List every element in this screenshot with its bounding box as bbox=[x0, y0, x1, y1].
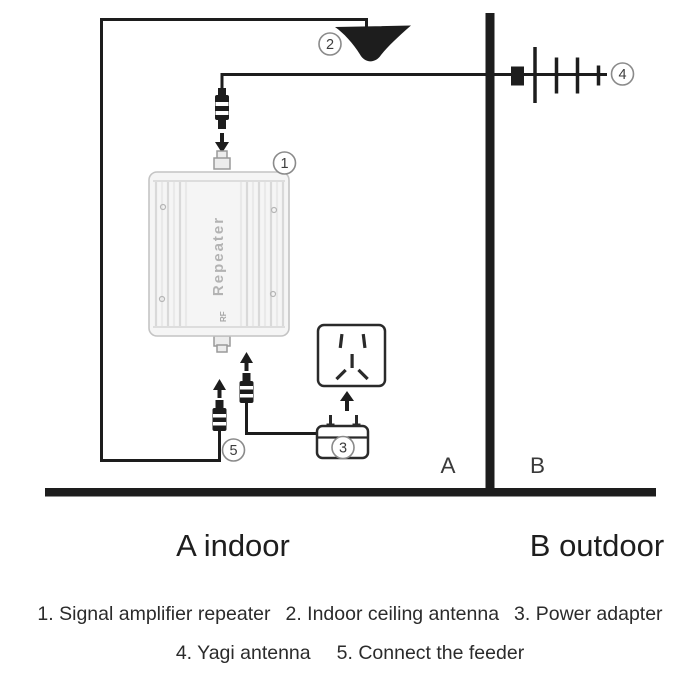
down-arrow-shaft bbox=[220, 133, 224, 143]
connector-slit bbox=[215, 102, 229, 106]
callout-number: 2 bbox=[326, 37, 334, 53]
socket-slot bbox=[361, 333, 367, 349]
legend: 1. Signal amplifier repeater 2. Indoor c… bbox=[0, 601, 700, 666]
feeder-cable-line bbox=[100, 18, 368, 462]
connector-slit bbox=[213, 414, 226, 418]
legend-item-power-adapter: 3. Power adapter bbox=[514, 603, 663, 625]
coax-connector-feeder bbox=[212, 379, 227, 431]
socket-slot bbox=[350, 354, 354, 368]
coax-connector-power bbox=[239, 352, 254, 403]
callout-2: 2 bbox=[318, 32, 342, 56]
callout-circle bbox=[331, 435, 355, 460]
coax-connector-top bbox=[215, 88, 229, 153]
repeater-installation-diagram: Repeater RF bbox=[45, 13, 664, 563]
legend-row-1: 1. Signal amplifier repeater 2. Indoor c… bbox=[0, 601, 700, 627]
repeater-screw bbox=[158, 295, 166, 303]
callout-3: 3 bbox=[331, 435, 355, 460]
wall-socket-icon bbox=[316, 323, 387, 388]
yagi-antenna-icon bbox=[511, 47, 601, 103]
up-arrow-shaft bbox=[244, 363, 249, 371]
callout-circle bbox=[272, 151, 297, 175]
connector-slit bbox=[240, 386, 253, 390]
callout-1: 1 bbox=[272, 151, 297, 175]
caption-a-indoor: A indoor bbox=[176, 528, 290, 563]
legend-item-ceiling-antenna: 2. Indoor ceiling antenna bbox=[285, 603, 500, 625]
zone-label-b: B bbox=[530, 453, 545, 478]
outdoor-antenna-cable-line bbox=[220, 73, 607, 90]
connector-body bbox=[212, 408, 227, 431]
legend-item-repeater: 1. Signal amplifier repeater bbox=[37, 603, 271, 625]
up-arrow-icon bbox=[340, 391, 354, 401]
callout-number: 3 bbox=[339, 441, 347, 457]
up-arrow-icon bbox=[213, 379, 226, 390]
connector-body bbox=[215, 95, 229, 120]
legend-row-2: 4. Yagi antenna 5. Connect the feeder bbox=[0, 640, 700, 666]
up-arrow-shaft bbox=[217, 390, 222, 398]
legend-item-feeder: 5. Connect the feeder bbox=[336, 642, 525, 664]
ground-line bbox=[45, 488, 656, 497]
plug-in-arrow bbox=[340, 391, 354, 411]
ceiling-antenna-icon bbox=[335, 25, 411, 62]
callout-number: 1 bbox=[280, 156, 288, 172]
repeater-ridges-right bbox=[239, 182, 285, 326]
repeater-screw bbox=[270, 206, 278, 214]
repeater-screw bbox=[159, 203, 167, 211]
repeater-screw bbox=[269, 290, 277, 298]
socket-slot bbox=[338, 333, 344, 349]
callout-circle bbox=[318, 32, 342, 56]
caption-b-outdoor: B outdoor bbox=[530, 528, 664, 563]
repeater-brand-logo: RF bbox=[219, 311, 228, 322]
wall-divider bbox=[485, 13, 495, 492]
adapter-prong bbox=[355, 415, 358, 426]
socket-slot bbox=[335, 368, 347, 381]
connector-tip bbox=[242, 373, 251, 381]
down-arrow-icon bbox=[215, 142, 229, 153]
callout-5: 5 bbox=[221, 438, 246, 462]
up-arrow-shaft bbox=[345, 401, 349, 411]
up-arrow-icon bbox=[240, 352, 253, 363]
yagi-mount-block bbox=[511, 66, 524, 86]
adapter-prong bbox=[329, 415, 332, 426]
power-cord-line bbox=[245, 402, 317, 435]
connector-tip bbox=[218, 120, 226, 129]
repeater-bottom-port bbox=[216, 344, 228, 353]
repeater-ridges-left bbox=[154, 182, 188, 326]
repeater-device: Repeater RF bbox=[148, 150, 290, 353]
callout-number: 4 bbox=[618, 67, 626, 83]
connector-slit bbox=[213, 422, 226, 426]
legend-item-yagi-antenna: 4. Yagi antenna bbox=[175, 642, 311, 664]
repeater-label: Repeater bbox=[210, 216, 227, 296]
connector-tip bbox=[215, 400, 224, 408]
callout-circle bbox=[610, 62, 635, 86]
zone-label-a: A bbox=[440, 453, 455, 478]
callout-4: 4 bbox=[610, 62, 635, 86]
connector-neck bbox=[218, 88, 226, 96]
connector-body bbox=[239, 381, 254, 403]
connector-slit bbox=[215, 111, 229, 115]
callout-number: 5 bbox=[229, 443, 237, 459]
connector-slit bbox=[240, 394, 253, 398]
socket-slot bbox=[357, 368, 369, 381]
repeater-top-port-base bbox=[213, 157, 231, 170]
callout-circle bbox=[221, 438, 246, 462]
